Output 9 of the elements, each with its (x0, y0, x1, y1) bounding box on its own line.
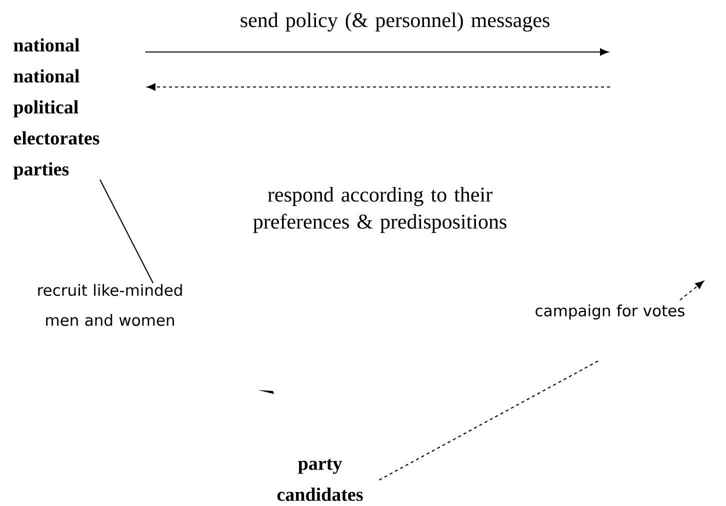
arrow (146, 83, 610, 91)
arrow (145, 48, 608, 56)
edge-label: campaign for votes (536, 304, 684, 320)
arrow (378, 280, 704, 481)
actor-label: party candidates (277, 459, 363, 501)
edge-label: recruit like-minded men and women (38, 284, 182, 326)
edge-label: send policy (& personnel) messages (240, 12, 550, 32)
actor-label: national national political electorates parties (13, 38, 100, 180)
edge-label: respond according to their preferences & predispositions (253, 186, 506, 234)
